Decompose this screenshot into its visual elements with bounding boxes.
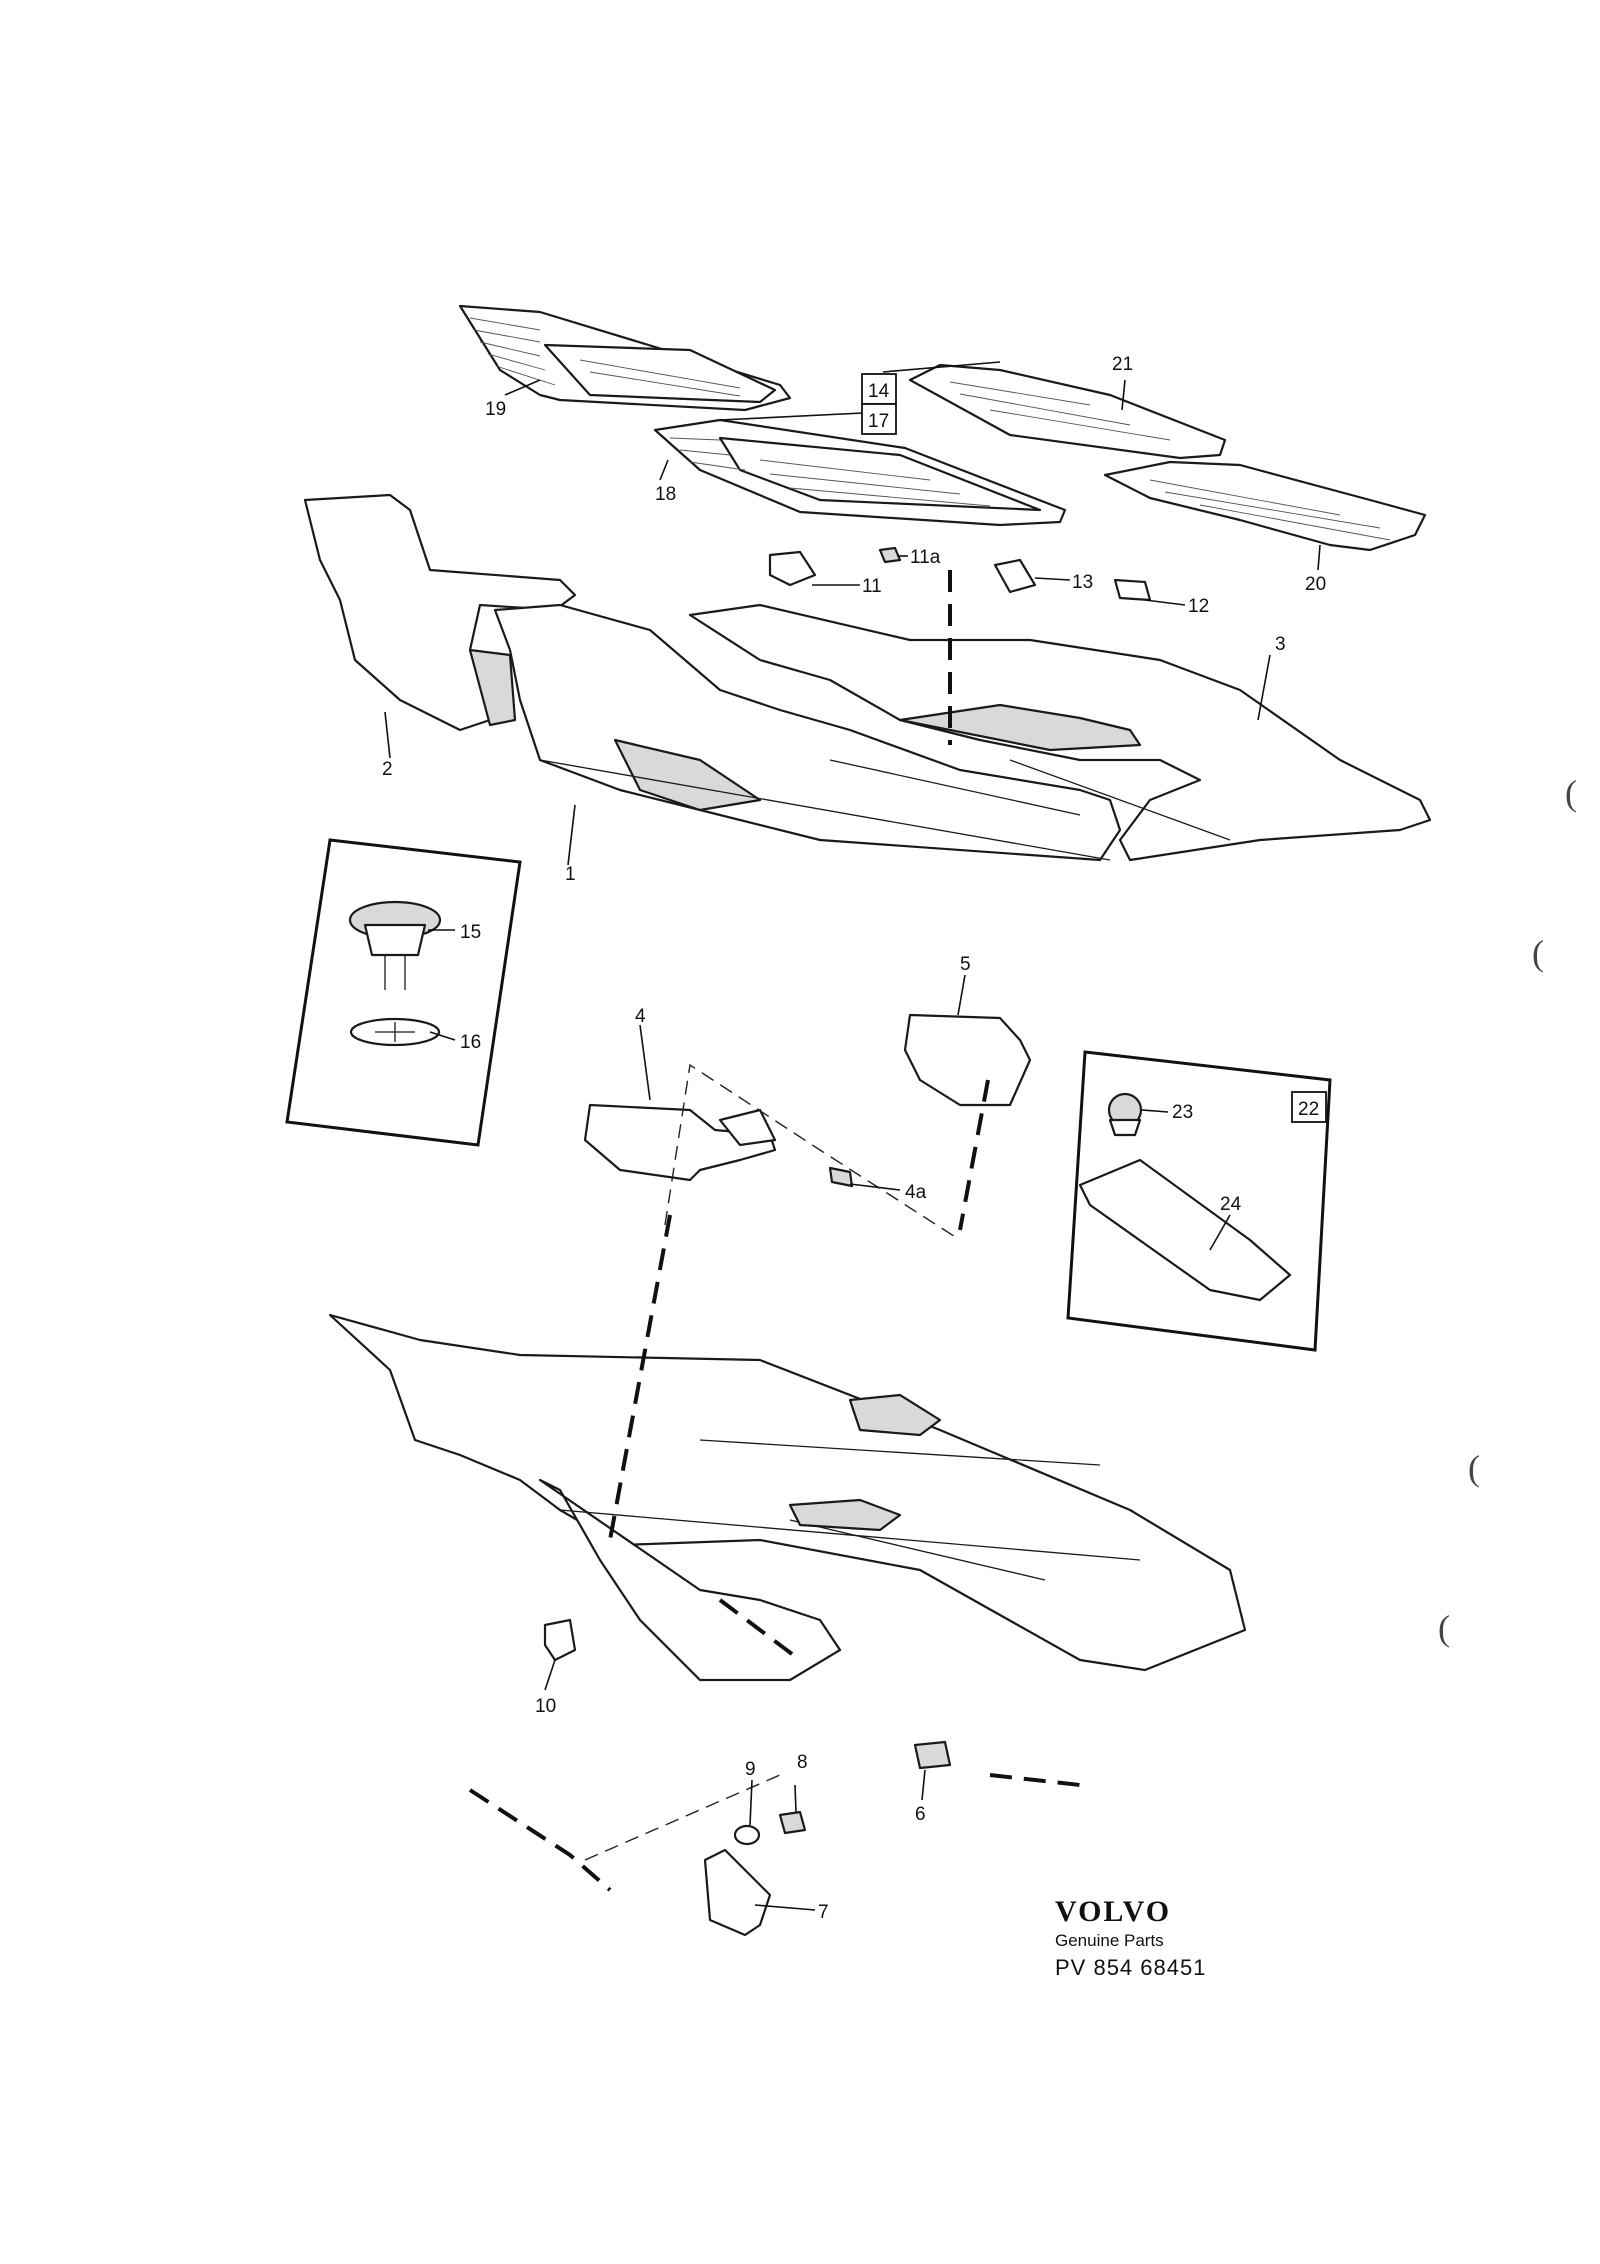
callout-10: 10 — [535, 1696, 556, 1717]
brand-block: VOLVO Genuine Parts PV 854 68451 — [1055, 1895, 1255, 1981]
callout-7: 7 — [818, 1902, 829, 1923]
callout-1: 1 — [565, 864, 576, 885]
callout-8: 8 — [797, 1752, 808, 1773]
callout-9: 9 — [745, 1759, 756, 1780]
callout-23: 23 — [1172, 1102, 1193, 1123]
brand-subtitle: Genuine Parts — [1055, 1931, 1164, 1950]
callout-11: 11 — [862, 576, 882, 597]
leader-lines — [384, 361, 1321, 1911]
callout-11a: 11a — [910, 547, 941, 568]
assembly-lines — [468, 570, 1081, 1892]
callout-6: 6 — [915, 1804, 926, 1825]
carpet-rear-3 — [688, 603, 1432, 862]
callout-3: 3 — [1275, 634, 1286, 655]
callout-17: 17 — [868, 411, 889, 432]
floor-pan — [328, 1313, 1247, 1682]
margin-marks: ( ( ( ( — [1438, 773, 1577, 1648]
floor-mat-rear-21 — [908, 363, 1227, 460]
svg-text:(: ( — [1565, 773, 1577, 813]
floor-mat-rear-20 — [1103, 460, 1427, 552]
callout-13: 13 — [1072, 572, 1093, 593]
carpet-main-1 — [493, 603, 1122, 862]
floor-mat-front-right-18 — [653, 418, 1067, 527]
callout-14-box — [861, 373, 897, 405]
callout-2: 2 — [382, 759, 393, 780]
clip-11a — [878, 546, 902, 564]
callout-16: 16 — [460, 1032, 481, 1053]
clip-12 — [1113, 578, 1152, 602]
callout-15: 15 — [460, 922, 481, 943]
plug-6 — [913, 1740, 952, 1770]
callout-labels: 19 18 21 20 14 17 11 11a 13 12 3 2 1 15 … — [382, 354, 1327, 1923]
callout-19: 19 — [485, 399, 506, 420]
callout-24: 24 — [1220, 1194, 1242, 1215]
bracket-4 — [583, 1103, 777, 1182]
inset-step-box — [1066, 1050, 1332, 1352]
callout-21: 21 — [1112, 354, 1133, 375]
inset-fastener-box — [285, 838, 522, 1147]
callout-4: 4 — [635, 1006, 646, 1027]
callout-18: 18 — [655, 484, 676, 505]
plate-7 — [703, 1848, 772, 1937]
callout-14: 14 — [868, 381, 890, 402]
part-code: PV 854 68451 — [1055, 1955, 1207, 1980]
callout-12: 12 — [1188, 596, 1209, 617]
callout-5: 5 — [960, 954, 971, 975]
callout-17-box — [861, 403, 897, 435]
washer-9 — [733, 1824, 761, 1846]
volvo-logo: VOLVO — [1055, 1895, 1172, 1928]
bracket-5 — [903, 1013, 1032, 1107]
callout-4a: 4a — [905, 1182, 927, 1203]
svg-text:(: ( — [1468, 1448, 1480, 1488]
svg-text:(: ( — [1532, 933, 1544, 973]
svg-text:(: ( — [1438, 1608, 1450, 1648]
callout-22-box — [1291, 1091, 1327, 1123]
clip-10 — [543, 1618, 577, 1662]
clip-11 — [768, 550, 817, 587]
callout-20: 20 — [1305, 574, 1326, 595]
bolt-4a — [828, 1166, 854, 1188]
floor-mat-front-left-19 — [458, 304, 792, 412]
pad-13 — [993, 558, 1037, 594]
carpet-front-2 — [303, 493, 577, 732]
callout-22: 22 — [1298, 1099, 1319, 1120]
screw-8 — [778, 1810, 807, 1835]
